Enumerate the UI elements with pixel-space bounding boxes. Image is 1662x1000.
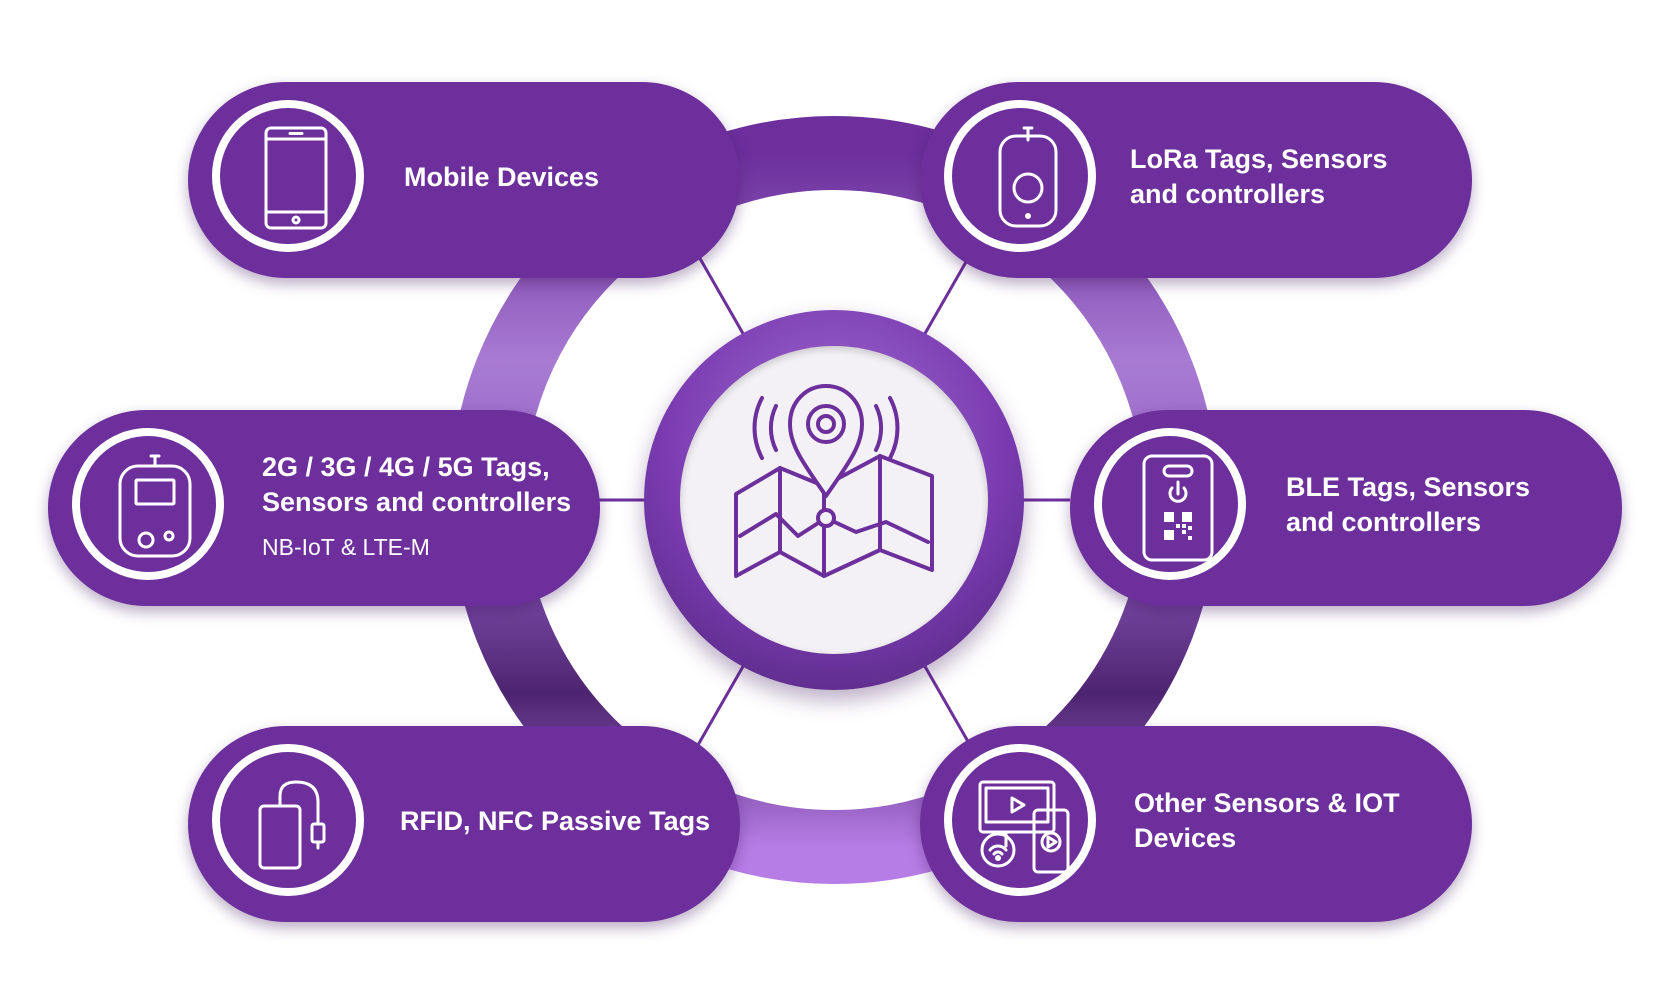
node-mobile-icon-ring (212, 100, 364, 252)
smartphone-icon (264, 126, 328, 230)
qr-code-icon (1164, 512, 1192, 540)
node-lora-line-1: LoRa Tags, Sensors (1130, 144, 1388, 174)
node-iot-icon-ring (944, 744, 1096, 896)
node-cellular-line-1: 2G / 3G / 4G / 5G Tags, (262, 452, 550, 482)
node-cellular-line-2: Sensors and controllers (262, 487, 572, 517)
node-cellular-icon-ring (72, 428, 224, 580)
node-rfid-icon-ring (212, 744, 364, 896)
center-hub-face (680, 346, 988, 654)
node-mobile-label: Mobile Devices (404, 160, 599, 195)
node-lora-line-2: and controllers (1130, 179, 1326, 209)
node-rfid-tags: RFID, NFC Passive Tags (188, 726, 740, 922)
ble-tag-icon (1142, 454, 1214, 562)
node-iot-devices: Other Sensors & IOT Devices (920, 726, 1472, 922)
iot-devices-icon (978, 780, 1070, 874)
node-mobile-devices: Mobile Devices (188, 82, 740, 278)
node-cellular-label: 2G / 3G / 4G / 5G Tags, Sensors and cont… (262, 450, 571, 520)
map-location-pin-icon (734, 384, 934, 578)
node-cellular-subtitle: NB-IoT & LTE-M (262, 534, 430, 560)
node-lora-label: LoRa Tags, Sensors and controllers (1130, 142, 1388, 212)
node-ble-label: BLE Tags, Sensors and controllers (1286, 470, 1530, 540)
node-lora-icon-ring (944, 100, 1096, 252)
node-ble-icon-ring (1094, 428, 1246, 580)
node-iot-label: Other Sensors & IOT Devices (1134, 786, 1400, 856)
node-cellular-tags: 2G / 3G / 4G / 5G Tags, Sensors and cont… (48, 410, 600, 606)
rfid-tag-icon (258, 780, 326, 870)
node-iot-line-1: Other Sensors & IOT (1134, 788, 1400, 818)
node-iot-line-2: Devices (1134, 823, 1237, 853)
node-rfid-label: RFID, NFC Passive Tags (400, 804, 710, 839)
node-rfid-line-1: RFID, NFC Passive Tags (400, 806, 711, 836)
node-mobile-line-1: Mobile Devices (404, 162, 600, 192)
cellular-tracker-icon (118, 454, 192, 558)
node-ble-line-1: BLE Tags, Sensors (1286, 472, 1531, 502)
node-ble-tags: BLE Tags, Sensors and controllers (1070, 410, 1622, 606)
connector-lines (598, 254, 1070, 746)
node-ble-line-2: and controllers (1286, 507, 1482, 537)
lora-tag-icon (998, 126, 1058, 228)
node-lora-tags: LoRa Tags, Sensors and controllers (920, 82, 1472, 278)
